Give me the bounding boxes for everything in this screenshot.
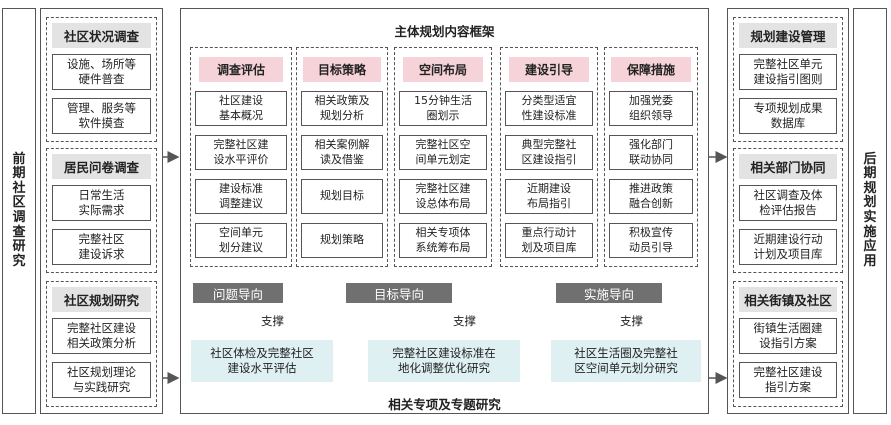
column-item: 相关政策及 规划分析 (301, 91, 383, 126)
box-daily-needs: 日常生活 实际需求 (52, 185, 151, 221)
left-phase-panel: 前 期 社 区 调 查 研 究 (2, 8, 36, 414)
column-header: 保障措施 (611, 57, 691, 82)
column-item: 相关案例解 读及借鉴 (301, 135, 383, 170)
column-item: 完整社区建 设总体布局 (399, 179, 487, 214)
right-label-char: 应 (863, 239, 877, 255)
column-item: 推进政策 融合创新 (609, 179, 693, 214)
group-title: 相关部门协同 (739, 154, 837, 179)
right-label-char: 后 (863, 151, 877, 167)
group-title: 相关街镇及社区 (739, 287, 837, 312)
column-item: 规划策略 (301, 223, 383, 258)
left-label-char: 查 (12, 224, 26, 240)
left-label-char: 前 (12, 151, 26, 167)
column-item: 完整社区建 设水平评价 (195, 135, 287, 170)
box-guideline-maps: 完整社区单元 建设指引图则 (739, 54, 837, 90)
column-item: 完整社区空 间单元划定 (399, 135, 487, 170)
column-survey-evaluation: 调查评估 社区建设 基本概况 完整社区建 设水平评价 建设标准 调整建议 空间单… (190, 47, 292, 267)
bar-goal-oriented: 目标导向 (346, 283, 452, 303)
group-title: 居民问卷调查 (52, 154, 151, 179)
column-construction-guide: 建设引导 分类型适宜 性建设标准 典型完整社 区建设指引 近期建设 布局指引 重… (500, 47, 598, 267)
group-title: 社区规划研究 (52, 287, 151, 312)
left-phase-label: 前 期 社 区 调 查 研 究 (3, 9, 35, 413)
box-software-survey: 管理、服务等 软件摸查 (52, 98, 151, 134)
column-item: 加强党委 组织领导 (609, 91, 693, 126)
support-label: 支撑 (261, 314, 284, 328)
left-label-char: 调 (12, 210, 26, 225)
box-community-guide: 完整社区建设 指引方案 (739, 362, 837, 398)
column-item: 15分钟生活 圈划示 (399, 91, 487, 126)
column-item: 近期建设 布局指引 (505, 179, 593, 214)
column-safeguard-measures: 保障措施 加强党委 组织领导 强化部门 联动协同 推进政策 融合创新 积极宣传 … (604, 47, 698, 267)
column-item: 积极宣传 动员引导 (609, 223, 693, 258)
right-label-char: 划 (863, 195, 877, 211)
group-title: 社区状况调查 (52, 23, 151, 48)
center-title: 主体规划内容框架 (394, 24, 495, 39)
box-hardware-survey: 设施、场所等 硬件普查 (52, 54, 151, 90)
column-header: 目标策略 (303, 57, 381, 82)
left-label-char: 究 (12, 253, 26, 269)
right-phase-panel: 后 期 规 划 实 施 应 用 (853, 8, 887, 414)
left-label-char: 区 (12, 195, 26, 211)
planning-management-group: 规划建设管理 完整社区单元 建设指引图则 专项规划成果 数据库 (733, 17, 843, 142)
left-label-char: 期 (12, 166, 26, 182)
study-standard-localization: 完整社区建设标准在 地化调整优化研究 (368, 340, 520, 382)
column-header: 空间布局 (403, 57, 483, 82)
bar-implementation-oriented: 实施导向 (556, 283, 662, 303)
group-title: 规划建设管理 (739, 23, 837, 48)
box-community-demands: 完整社区 建设诉求 (52, 229, 151, 265)
right-label-char: 实 (863, 210, 877, 225)
column-item: 分类型适宜 性建设标准 (505, 91, 593, 126)
box-action-plan: 近期建设行动 计划及项目库 (739, 229, 837, 265)
right-label-char: 期 (863, 166, 877, 182)
right-phase-label: 后 期 规 划 实 施 应 用 (854, 9, 886, 413)
column-header: 建设引导 (509, 57, 589, 82)
support-label: 支撑 (620, 314, 643, 328)
department-coordination-group: 相关部门协同 社区调查及体 检评估报告 近期建设行动 计划及项目库 (733, 148, 843, 273)
box-policy-analysis: 完整社区建设 相关政策分析 (52, 318, 151, 354)
right-label-char: 用 (863, 253, 877, 269)
streets-communities-group: 相关街镇及社区 街镇生活圈建 设指引方案 完整社区建设 指引方案 (733, 281, 843, 407)
box-results-database: 专项规划成果 数据库 (739, 98, 837, 134)
bar-problem-oriented: 问题导向 (193, 283, 283, 303)
right-label-char: 规 (863, 180, 877, 196)
community-planning-research-group: 社区规划研究 完整社区建设 相关政策分析 社区规划理论 与实践研究 (46, 281, 157, 407)
bottom-title: 相关专项及专题研究 (388, 397, 501, 412)
left-label-char: 研 (12, 239, 26, 255)
column-item: 建设标准 调整建议 (195, 179, 287, 214)
left-label-char: 社 (12, 180, 26, 196)
column-item: 空间单元 划分建议 (195, 223, 287, 258)
column-spatial-layout: 空间布局 15分钟生活 圈划示 完整社区空 间单元划定 完整社区建 设总体布局 … (394, 47, 492, 267)
right-label-char: 施 (863, 224, 877, 240)
column-item: 社区建设 基本概况 (195, 91, 287, 126)
study-community-checkup: 社区体检及完整社区 建设水平评估 (191, 340, 333, 382)
column-item: 相关专项体 系统筹布局 (399, 223, 487, 258)
study-living-circle: 社区生活圈及完整社 区空间单元划分研究 (551, 340, 701, 382)
column-item: 典型完整社 区建设指引 (505, 135, 593, 170)
column-item: 规划目标 (301, 179, 383, 214)
box-evaluation-report: 社区调查及体 检评估报告 (739, 185, 837, 221)
box-theory-practice: 社区规划理论 与实践研究 (52, 362, 151, 398)
column-item: 重点行动计 划及项目库 (505, 223, 593, 258)
community-status-group: 社区状况调查 设施、场所等 硬件普查 管理、服务等 软件摸查 (46, 17, 157, 142)
box-street-guide: 街镇生活圈建 设指引方案 (739, 318, 837, 354)
resident-survey-group: 居民问卷调查 日常生活 实际需求 完整社区 建设诉求 (46, 148, 157, 273)
column-item: 强化部门 联动协同 (609, 135, 693, 170)
column-header: 调查评估 (199, 57, 283, 82)
support-label: 支撑 (453, 314, 476, 328)
column-goal-strategy: 目标策略 相关政策及 规划分析 相关案例解 读及借鉴 规划目标 规划策略 (296, 47, 388, 267)
